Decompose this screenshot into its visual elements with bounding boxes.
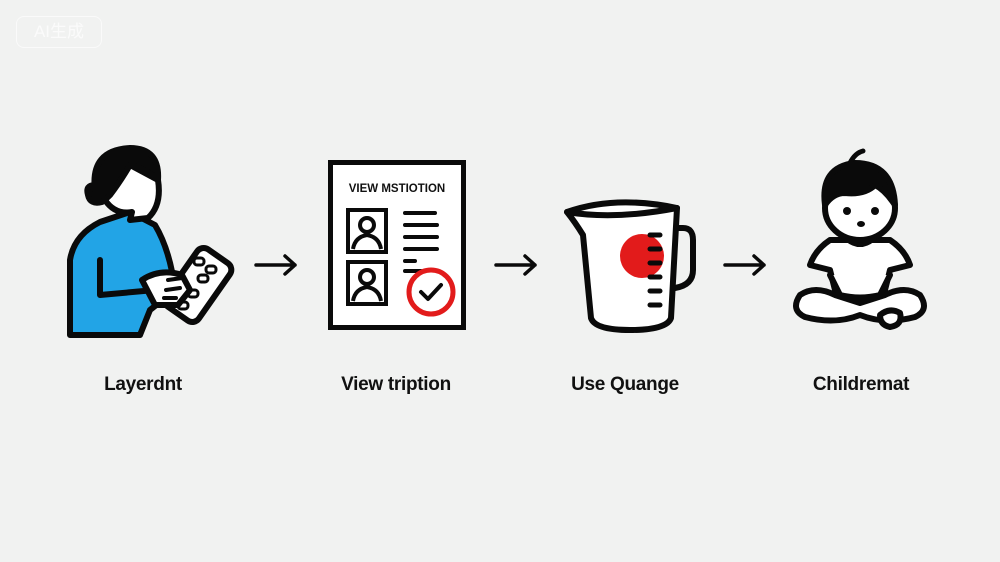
measuring-jug-icon [564, 199, 696, 333]
person-holding-pill-pack-icon [67, 145, 235, 338]
step-label-2: View tription [341, 374, 451, 395]
step-label-3: Use Quange [571, 374, 679, 395]
arrow-right-icon [254, 254, 297, 276]
document-title: VIEW MSTIOTION [348, 183, 446, 195]
arrow-right-icon [494, 254, 537, 276]
sitting-child-icon [793, 148, 927, 330]
step-label-1: Layerdnt [104, 374, 182, 395]
arrow-right-icon [723, 254, 766, 276]
prescription-document-icon: VIEW MSTIOTION [328, 160, 466, 330]
step-label-4: Childremat [812, 374, 910, 395]
ai-generated-watermark: AI生成 [16, 16, 102, 48]
